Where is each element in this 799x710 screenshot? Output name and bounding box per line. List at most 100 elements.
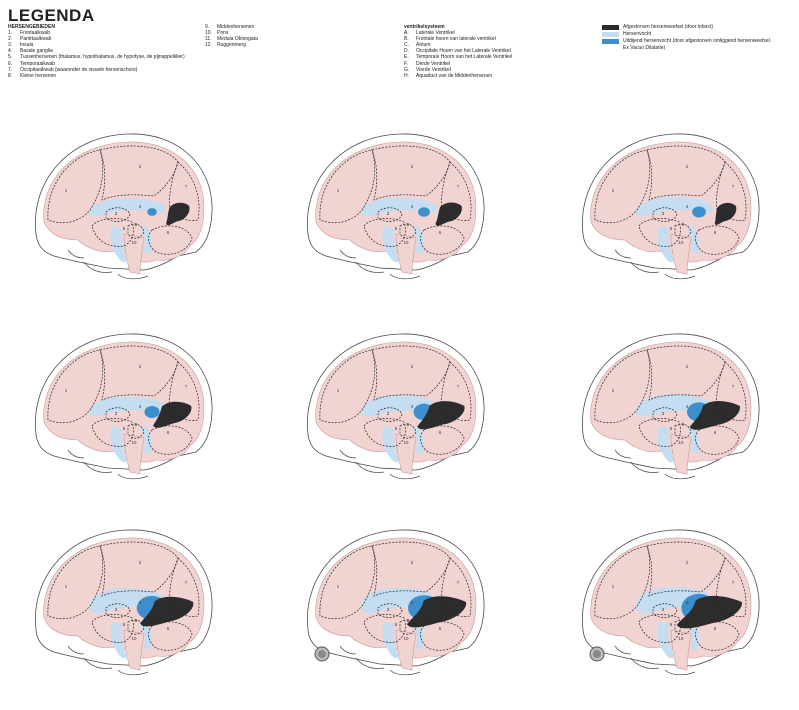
frontal-boundary	[47, 149, 104, 224]
occipital-boundary	[169, 557, 200, 617]
neck-outline	[614, 249, 696, 280]
brain-region-item-number: 4.	[8, 48, 13, 55]
region-label-pons: 10	[404, 440, 409, 445]
region-label-parietal: 2	[139, 164, 142, 169]
brain-region-item-label: Temporaalkwab	[20, 60, 56, 67]
region-label-pons: 10	[679, 636, 684, 641]
color-key-item: Hersenvocht	[602, 31, 771, 38]
brain-region-item-label: Medula Oblongata	[217, 36, 258, 43]
brain-region-item-number: 10.	[205, 30, 212, 37]
temporal-boundary	[363, 218, 406, 247]
region-label-insula: 3	[662, 211, 665, 216]
parietal-boundary	[371, 345, 451, 401]
parietal-boundary	[646, 145, 726, 201]
ventricle-item-number: E.	[404, 54, 409, 61]
brain-region-item: 10.Pons	[205, 30, 258, 36]
region-label-frontal: 1	[337, 188, 340, 193]
parietal-boundary	[646, 541, 726, 597]
insula-boundary	[105, 407, 131, 422]
insula-boundary	[377, 207, 403, 222]
neck-outline	[614, 645, 696, 676]
insula-boundary	[377, 407, 403, 422]
region-label-insula: 3	[115, 607, 118, 612]
region-label-parietal: 2	[411, 164, 414, 169]
frontal-boundary	[319, 545, 376, 620]
neck-outline	[339, 645, 421, 676]
ear-ring-inner	[593, 650, 601, 658]
brain-region-item: 11.Medula Oblongata	[205, 36, 258, 42]
region-label-insula: 3	[387, 211, 390, 216]
region-label-occipital: 7	[185, 580, 188, 585]
ventricle-item-label: Laterale Ventrikel	[416, 30, 455, 37]
brainstem	[395, 233, 417, 275]
region-label-diencephalon: 5	[395, 622, 398, 627]
occipital-boundary	[441, 161, 472, 221]
region-label-occipital: 7	[185, 184, 188, 189]
cerebellum-boundary	[420, 425, 465, 455]
region-label-basal-ganglia: 4	[139, 404, 142, 409]
region-label-temporal: 6	[714, 430, 717, 435]
ventricle-item-label: Derde Ventrikel	[416, 60, 451, 67]
temporal-boundary	[363, 418, 406, 447]
region-label-insula: 3	[115, 211, 118, 216]
region-label-pons: 10	[404, 240, 409, 245]
cerebellum-boundary	[420, 621, 465, 651]
brain-region-item-label: Pariëtaalkwab	[20, 36, 52, 43]
region-label-temporal: 6	[439, 626, 442, 631]
brain-region-item-number: 12.	[205, 42, 212, 49]
brainstem	[670, 233, 692, 275]
brain-region-item: 6.Temporaalkwab	[8, 61, 185, 67]
region-label-diencephalon: 5	[395, 226, 398, 231]
region-label-temporal: 6	[167, 430, 170, 435]
region-label-parietal: 2	[686, 560, 689, 565]
occipital-boundary	[169, 361, 200, 421]
cerebellum-boundary	[695, 425, 740, 455]
expanding-csf	[692, 206, 706, 218]
brain-region-item-label: Frontaalkwab	[20, 30, 51, 37]
parietal-boundary	[371, 541, 451, 597]
color-swatch	[602, 32, 619, 37]
region-label-frontal: 1	[65, 388, 68, 393]
occipital-boundary	[716, 557, 747, 617]
neck-outline	[339, 249, 421, 280]
brainstem	[395, 433, 417, 475]
neck-outline	[339, 449, 421, 480]
region-label-midbrain: 9	[135, 422, 138, 427]
ventricle-item: F.Derde Ventrikel	[404, 61, 512, 67]
brain-region-item-label: Kleine hersenen	[20, 72, 57, 79]
region-label-occipital: 7	[457, 580, 460, 585]
temporal-boundary	[363, 614, 406, 643]
region-label-basal-ganglia: 4	[411, 404, 414, 409]
frontal-boundary	[594, 349, 651, 424]
region-label-frontal: 1	[65, 584, 68, 589]
region-label-basal-ganglia: 4	[686, 404, 689, 409]
cerebellum-boundary	[420, 225, 465, 255]
parietal-boundary	[99, 345, 179, 401]
ventricle-item: G.Vierde Ventrikel	[404, 67, 512, 73]
brain-region-item-label: Tussenhersenen (thalamus, hypothalamus, …	[20, 54, 185, 61]
expanding-csf	[144, 405, 160, 419]
frontal-boundary	[594, 149, 651, 224]
region-label-midbrain: 9	[682, 422, 685, 427]
insula-boundary	[105, 207, 131, 222]
region-label-midbrain: 9	[682, 618, 685, 623]
region-label-diencephalon: 5	[123, 622, 126, 627]
cerebellum-boundary	[695, 621, 740, 651]
temporal-boundary	[91, 614, 134, 643]
region-label-insula: 3	[662, 607, 665, 612]
csf-cisterns	[382, 622, 425, 658]
region-label-midbrain: 9	[407, 422, 410, 427]
region-label-insula: 3	[115, 411, 118, 416]
occipital-boundary	[169, 161, 200, 221]
region-label-insula: 3	[387, 607, 390, 612]
region-label-pons: 10	[404, 636, 409, 641]
region-label-parietal: 2	[139, 560, 142, 565]
brain-region-item: 8.Kleine hersenen	[8, 73, 185, 79]
